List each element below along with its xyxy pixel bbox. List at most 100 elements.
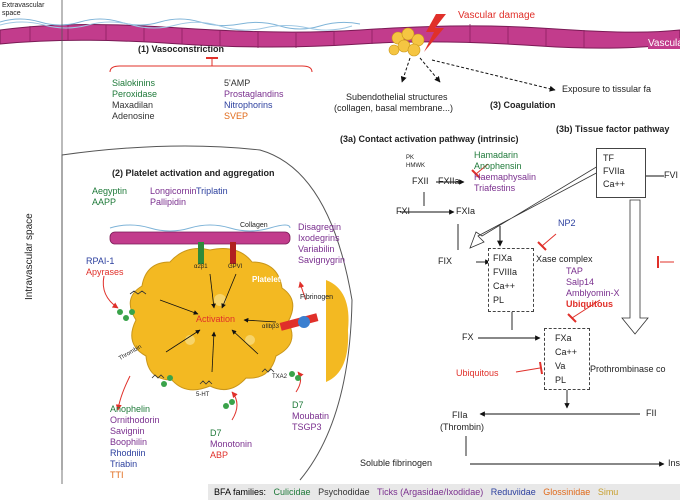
list-item: Ixodegrins [298, 233, 340, 243]
list-item: Sialokinins [112, 78, 156, 88]
list-item: Triafestins [474, 183, 516, 193]
txa2-inhibitors-list: D7 Moubatin TSGP3 [292, 400, 329, 433]
legend-item-glossinidae: Glossinidae [543, 487, 591, 497]
fii-label: FII [646, 408, 657, 418]
gpvi-label: GPVI [228, 264, 243, 270]
fxii-label: FXII [412, 176, 429, 186]
tf-box-item: FVIIa [603, 166, 625, 176]
list-item: Amblyomin-X [566, 288, 620, 298]
platelet-panel-border [61, 145, 353, 481]
fxia-label: FXIa [456, 206, 476, 216]
insoluble-label: Ins [668, 458, 680, 468]
fx-label: FX [462, 332, 474, 342]
aiib3-label: αIIbβ3 [262, 324, 279, 330]
list-item: Maxadilan [112, 100, 154, 110]
list-item: Haemaphysalin [474, 172, 537, 182]
damage-platelet-clump [388, 27, 425, 57]
list-item: Anophelin [110, 404, 151, 414]
xase-box-item: FIXa [493, 253, 513, 263]
fiia-label: FIIa [452, 410, 468, 420]
xase-box-item: PL [493, 295, 505, 305]
platelet-inhibitors-top-mid: Longicornin Pallipidin [150, 186, 197, 208]
xase-box: FIXa FVIIIa Ca++ PL [488, 248, 534, 312]
list-item: Monotonin [210, 439, 253, 449]
xase-label: Xase complex [536, 254, 593, 264]
prothrombinase-box-item: Va [555, 361, 566, 371]
legend-title: BFA families: [214, 487, 267, 497]
list-item: Boophilin [110, 437, 148, 447]
platelet-section-title: (2) Platelet activation and aggregation [112, 168, 275, 178]
list-item: Pallipidin [150, 197, 187, 207]
list-item: Hamadarin [474, 150, 519, 160]
list-item: Disagregin [298, 222, 342, 232]
platelet-body [129, 248, 294, 391]
legend-item-psychodidae: Psychodidae [318, 487, 370, 497]
rpai-label: RPAI-1 [86, 256, 115, 266]
contact-inhibitors-list: Hamadarin Anophensin Haemaphysalin Triaf… [474, 150, 536, 194]
ubiquitous-left-label: Ubiquitous [456, 368, 499, 378]
vascular-damage-label: Vascular damage [458, 10, 536, 21]
legend-item-simuliidae: Simu [597, 487, 619, 497]
list-item: Nitrophorins [224, 100, 273, 110]
xase-box-item: Ca++ [493, 281, 516, 291]
list-item: Prostaglandins [224, 89, 284, 99]
list-item: Salp14 [566, 277, 595, 287]
fvi-label: FVI [664, 170, 679, 180]
list-item: D7 [292, 400, 304, 410]
list-item: Aegyptin [92, 186, 128, 196]
prothrombinase-box-item: Ca++ [555, 347, 578, 357]
subendothelial-label: Subendothelial structures [346, 92, 448, 102]
tissue-pathway-title: (3b) Tissue factor pathway [556, 124, 670, 134]
platelet-inhibitor-triplatin: Triplatin [196, 186, 228, 196]
txa2-receptor-label: TXA2 [272, 374, 288, 380]
list-item: HMWK [406, 163, 425, 169]
prothrombinase-box-item: FXa [555, 333, 572, 343]
list-item: Longicornin [150, 186, 197, 196]
list-item: 5'AMP [224, 78, 251, 88]
fix-label: FIX [438, 256, 453, 266]
prothrombinase-box: FXa Ca++ Va PL [544, 328, 590, 390]
xase-inhibitors-list: TAP Salp14 Amblyomin-X Ubiquitous [566, 266, 620, 310]
tf-box-item: TF [603, 153, 614, 163]
list-item: Ornithodorin [110, 415, 160, 425]
vasoconstriction-left-list: Sialokinins Peroxidase Maxadilan Adenosi… [112, 78, 157, 122]
soluble-fibrinogen-label: Soluble fibrinogen [360, 458, 433, 468]
thrombin-inhibitors-list: Anophelin Ornithodorin Savignin Boophili… [110, 404, 160, 481]
list-item: TSGP3 [292, 422, 322, 432]
list-item: Triabin [110, 459, 138, 469]
platelet-collagen-bar [109, 224, 291, 245]
list-item: SVEP [224, 111, 249, 121]
platelet-label: Platelet [252, 275, 281, 284]
list-item: Moubatin [292, 411, 330, 421]
list-item: Savignygrin [298, 255, 346, 265]
vasoconstriction-right-list: 5'AMP Prostaglandins Nitrophorins SVEP [224, 78, 284, 122]
platelet-inhibitors-top-left: Aegyptin AAPP [92, 186, 127, 208]
intravascular-label: Intravascular space [24, 213, 35, 300]
apyrases-label: Apyrases [86, 267, 124, 277]
fibrinogen-receptor [279, 280, 349, 382]
serotonin-inhibitors-list: D7 Monotonin ABP [210, 428, 252, 461]
vasoconstriction-bracket [109, 57, 313, 73]
subendothelial-sub-label: (collagen, basal membrane...) [334, 103, 454, 113]
disintegrins-list: Disagregin Ixodegrins Variabilin Savigny… [298, 222, 345, 266]
list-item: AAPP [92, 197, 117, 207]
exposure-label: Exposure to tissular fa [562, 84, 652, 94]
fxi-label: FXI [396, 206, 411, 216]
legend-item-ticks: Ticks (Argasidae/Ixodidae) [376, 487, 484, 497]
list-item: Adenosine [112, 111, 155, 121]
np2-label: NP2 [558, 218, 576, 228]
fibrinogen-label: Fibrinogen [300, 294, 334, 301]
thrombin-label: (Thrombin) [440, 422, 485, 432]
a2b1-label: α2β1 [194, 264, 208, 270]
prothrombinase-box-item: PL [555, 375, 567, 385]
collagen-label: Collagen [240, 222, 268, 229]
list-item: PK [406, 155, 415, 161]
list-item: TTI [110, 470, 124, 480]
vasoconstriction-title: (1) Vasoconstriction [138, 44, 225, 54]
vessel-wall [0, 18, 680, 49]
list-item: Ubiquitous [566, 299, 613, 309]
list-item: Variabilin [298, 244, 335, 254]
fxiia-label: FXIIa [438, 176, 460, 186]
